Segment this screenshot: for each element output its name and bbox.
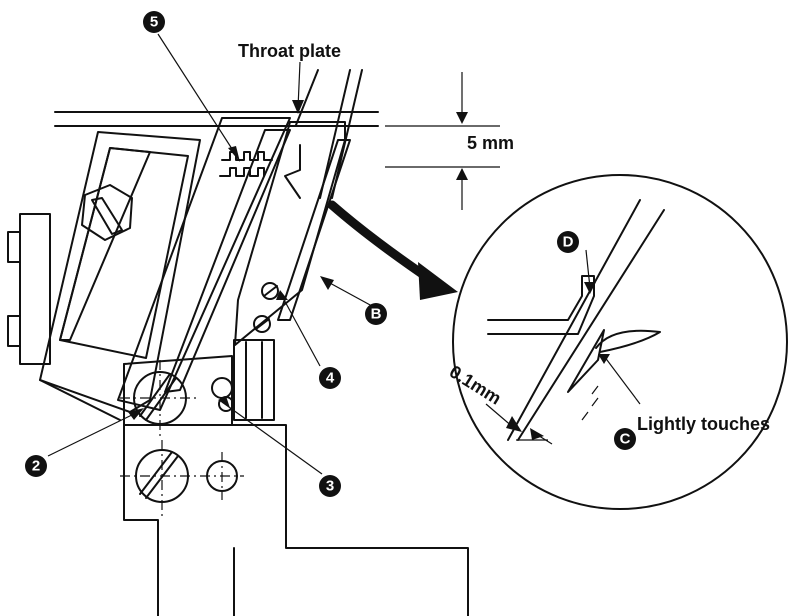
callout-5-text: 5 [150,14,158,31]
guard-screws [253,282,279,333]
callout-4: 4 [319,367,341,389]
throat-plate [54,111,379,127]
callout-5: 5 [143,11,165,33]
magnified-view [452,174,788,510]
leader-lines [47,33,641,475]
looper-arm [117,117,291,411]
callout-b: B [365,303,387,325]
callout-2-text: 2 [32,458,40,475]
callout-3: 3 [319,475,341,497]
callout-c: C [614,428,636,450]
callout-3-text: 3 [326,478,334,495]
needle-guard [234,69,363,346]
dimension-5mm [385,72,500,210]
base-block [120,339,469,616]
dimension-01mm [485,403,553,445]
callout-c-text: C [620,431,631,448]
callout-2: 2 [25,455,47,477]
callout-d-text: D [563,234,574,251]
magnify-arrow [327,200,458,300]
callout-d: D [557,231,579,253]
label-throat-plate: Throat plate [238,41,341,61]
label-5mm: 5 mm [467,133,514,153]
callout-b-text: B [371,306,382,323]
callout-4-text: 4 [326,370,335,387]
label-0-1mm: 0.1mm [446,361,505,408]
label-lightly-touches: Lightly touches [637,414,770,434]
